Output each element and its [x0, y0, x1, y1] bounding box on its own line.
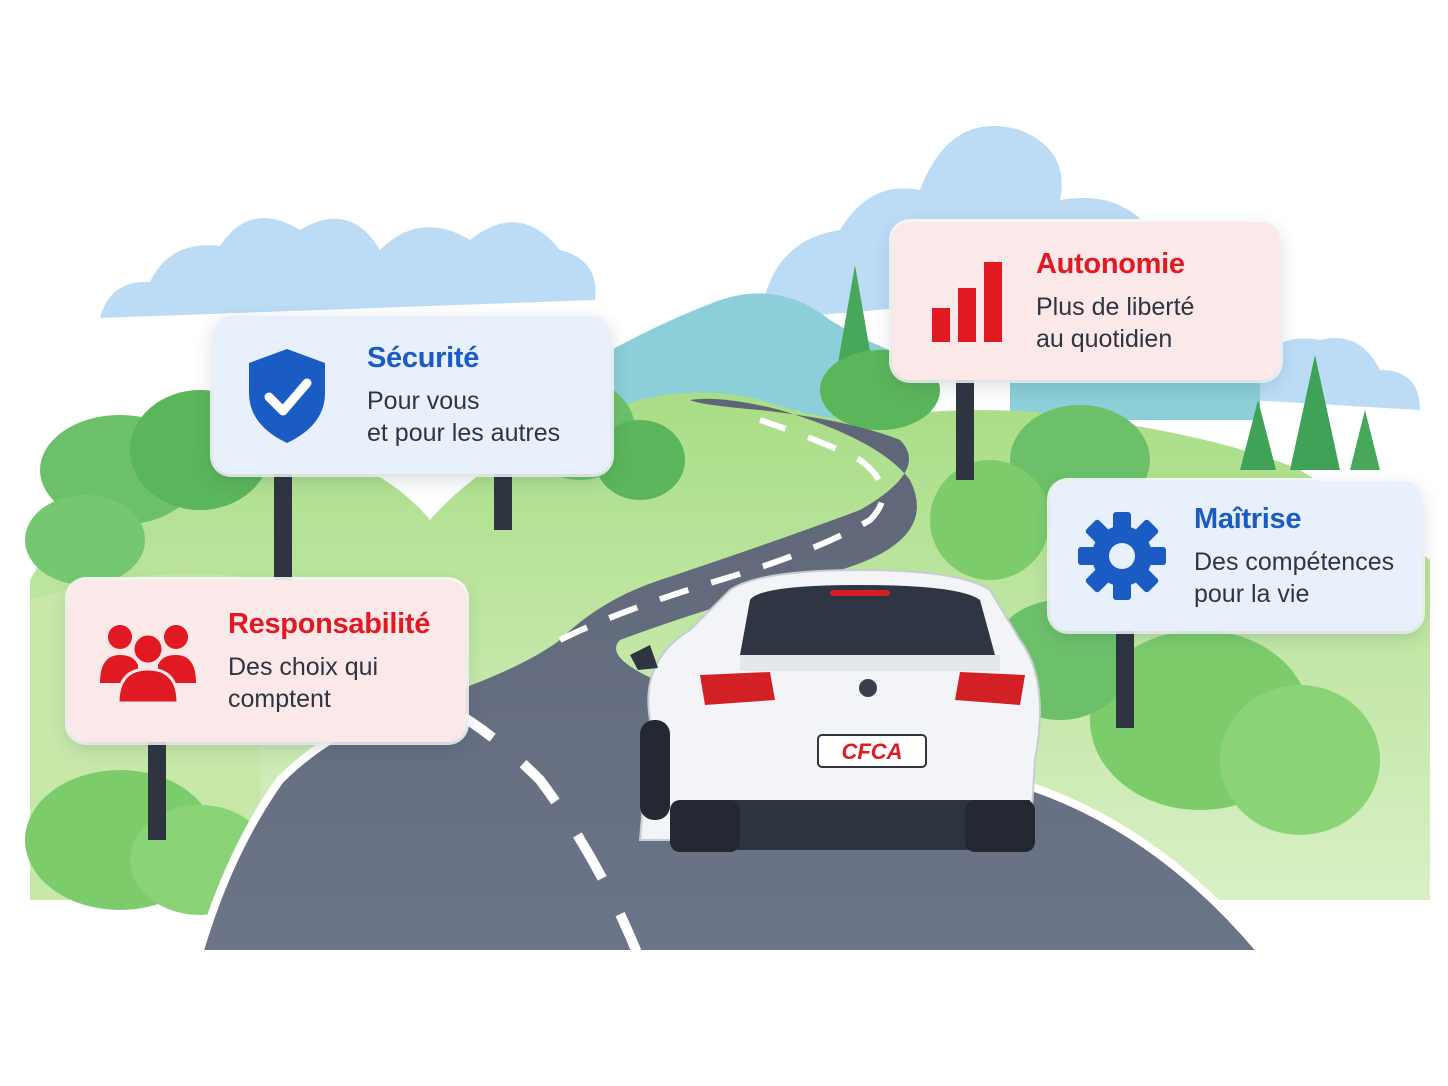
sign-responsabilite-line1: Des choix qui: [228, 652, 379, 681]
sign-maitrise: Maîtrise Des compétences pour la vie: [1050, 481, 1422, 631]
bar-chart-icon: [928, 258, 1012, 344]
gear-icon: [1074, 511, 1170, 601]
sign-autonomie-line1: Plus de liberté: [1036, 292, 1195, 321]
sign-maitrise-line1: Des compétences: [1194, 547, 1395, 576]
sign-securite-title: Sécurité: [367, 341, 480, 374]
sign-responsabilite: Responsabilité Des choix qui comptent: [68, 580, 466, 742]
shield-check-icon: [241, 345, 333, 445]
sign-responsabilite-title: Responsabilité: [228, 607, 431, 640]
sign-autonomie-line2: au quotidien: [1036, 324, 1173, 353]
sign-autonomie: Autonomie Plus de liberté au quotidien: [892, 222, 1280, 380]
sign-securite: Sécurité Pour vous et pour les autres: [213, 316, 611, 474]
sign-maitrise-title: Maîtrise: [1194, 502, 1302, 535]
sign-maitrise-line2: pour la vie: [1194, 579, 1310, 608]
car-plate-text: CFCA: [841, 739, 902, 764]
sign-securite-line2: et pour les autres: [367, 418, 561, 447]
sign-autonomie-title: Autonomie: [1036, 247, 1185, 280]
people-group-icon: [98, 619, 198, 703]
sign-posts: [148, 380, 1134, 840]
sign-responsabilite-line2: comptent: [228, 684, 331, 713]
sign-securite-line1: Pour vous: [367, 386, 480, 415]
car-rear: [630, 568, 1041, 852]
